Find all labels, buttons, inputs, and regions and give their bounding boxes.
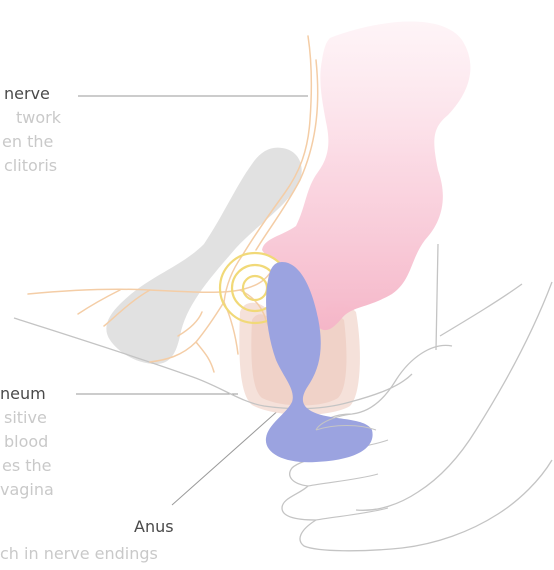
perineum-label-line: sitive	[4, 406, 47, 430]
nerve-label-title: nerve	[4, 82, 50, 106]
nerve-label-line: en the	[2, 130, 53, 154]
perineum-label-line: blood	[4, 430, 48, 454]
perineum-label-line: es the	[2, 454, 52, 478]
perineum-label-line: vagina	[0, 478, 54, 502]
anus-label-title: Anus	[134, 515, 174, 539]
nerve-label-line: clitoris	[4, 154, 57, 178]
nerve-label-line: twork	[16, 106, 61, 130]
anus-label-line: ch in nerve endings	[0, 542, 158, 566]
perineum-label-title: neum	[0, 382, 46, 406]
